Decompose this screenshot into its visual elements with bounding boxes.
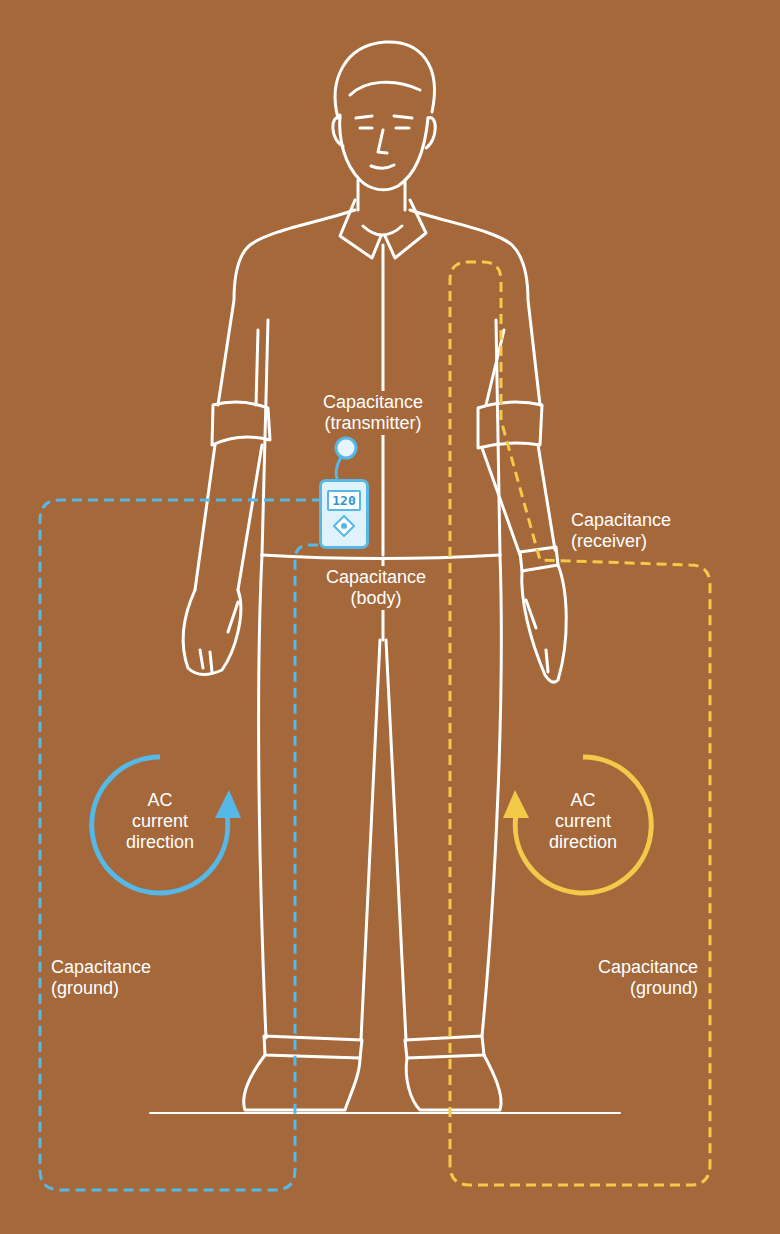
transmitter-symbol-part bbox=[336, 438, 356, 458]
man-figure-part bbox=[426, 118, 435, 148]
transmitter-symbol-part bbox=[336, 457, 341, 479]
man-figure-part bbox=[218, 210, 355, 405]
blue-current-arrow bbox=[92, 757, 241, 893]
man-figure-part bbox=[406, 1055, 501, 1110]
blue-current-arrow-part bbox=[215, 790, 241, 818]
man-figure-part bbox=[340, 115, 428, 190]
man-figure-part bbox=[410, 210, 540, 405]
man-figure-part bbox=[361, 640, 380, 1040]
man-figure-part bbox=[340, 200, 381, 258]
man-figure-part bbox=[259, 555, 266, 1038]
callout-label: Capacitance (receiver) bbox=[568, 509, 674, 553]
man-figure-part bbox=[262, 555, 500, 559]
man-figure bbox=[150, 42, 620, 1113]
man-figure-part bbox=[371, 165, 394, 168]
callout-label: AC current direction bbox=[546, 789, 620, 854]
screen-readout: 120 bbox=[327, 490, 360, 511]
man-figure-part bbox=[363, 226, 402, 235]
man-figure-part bbox=[264, 1036, 362, 1058]
man-figure-part bbox=[357, 180, 360, 210]
man-figure-part bbox=[386, 640, 406, 1040]
man-figure-part bbox=[394, 116, 412, 118]
yellow-loop-part bbox=[450, 262, 710, 1185]
button-pad bbox=[333, 515, 355, 537]
pump-device: 120 bbox=[319, 479, 369, 549]
man-figure-part bbox=[150, 1112, 620, 1114]
man-figure-part bbox=[546, 650, 548, 672]
man-figure-part bbox=[256, 330, 258, 405]
man-figure-part bbox=[212, 402, 270, 445]
callout-label: Capacitance (ground) bbox=[595, 956, 701, 1000]
callout-label: Capacitance (body) bbox=[323, 566, 429, 610]
man-figure-part bbox=[183, 590, 241, 675]
man-figure-part bbox=[385, 200, 426, 258]
man-figure-part bbox=[210, 652, 212, 672]
man-figure-part bbox=[482, 555, 501, 1036]
man-figure-part bbox=[378, 130, 387, 153]
man-figure-part bbox=[404, 180, 407, 210]
transmitter-symbol bbox=[336, 438, 356, 479]
man-figure-part bbox=[238, 445, 262, 590]
man-figure-part bbox=[350, 82, 420, 95]
yellow-loop bbox=[450, 262, 710, 1185]
man-figure-part bbox=[405, 1036, 484, 1058]
button-pad-shape bbox=[334, 516, 354, 536]
man-figure-part bbox=[228, 602, 238, 632]
man-figure-part bbox=[478, 402, 542, 448]
yellow-current-arrow-part bbox=[503, 790, 529, 818]
blue-loop-part bbox=[40, 500, 322, 1190]
callout-label: Capacitance (transmitter) bbox=[320, 391, 426, 435]
man-figure-part bbox=[356, 116, 372, 118]
man-figure-part bbox=[335, 42, 434, 118]
blue-loop bbox=[40, 500, 322, 1190]
man-figure-part bbox=[396, 127, 409, 130]
callout-label: AC current direction bbox=[123, 789, 197, 854]
man-figure-part bbox=[360, 127, 372, 130]
yellow-current-arrow-part bbox=[515, 757, 651, 893]
button-pad-center bbox=[341, 523, 347, 529]
man-figure-part bbox=[522, 565, 567, 682]
man-figure-part bbox=[200, 650, 203, 668]
callout-label: Capacitance (ground) bbox=[48, 956, 154, 1000]
man-figure-part bbox=[538, 445, 555, 550]
man-figure-part bbox=[244, 1055, 360, 1110]
yellow-current-arrow bbox=[503, 757, 651, 893]
blue-current-arrow-part bbox=[92, 757, 228, 893]
man-figure-part bbox=[195, 445, 215, 590]
man-figure-part bbox=[333, 118, 343, 146]
man-figure-part bbox=[496, 320, 500, 555]
man-figure-part bbox=[526, 600, 536, 628]
